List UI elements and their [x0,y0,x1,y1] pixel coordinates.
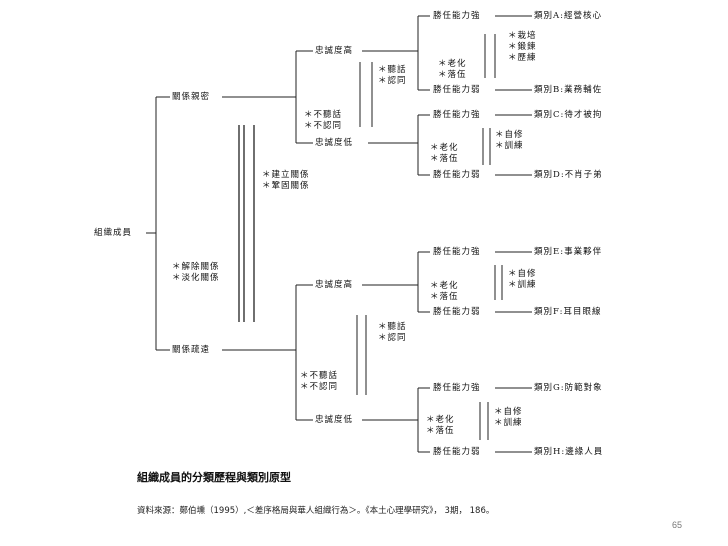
improve-training-1: ＊訓練 [495,141,524,151]
ability-strong-3: 勝任能力強 [433,247,481,257]
category-c: 類別C:待才被拘 [534,110,603,120]
disloyal-disobey-top: ＊不聽話 [304,110,343,120]
loyalty-low-bottom: 忠誠度低 [315,415,354,425]
category-e: 類別E:事業夥伴 [534,247,603,257]
transition-dissolve: ＊解除關係 [172,262,220,272]
transition-consolidate: ＊鞏固關係 [262,181,310,191]
loyal-identify-top: ＊認同 [378,76,407,86]
promote-experience: ＊歷練 [508,53,537,63]
ability-weak-2: 勝任能力弱 [433,170,481,180]
degrade-aging-3: ＊老化 [430,281,459,291]
degrade-aging-2: ＊老化 [430,143,459,153]
promote-cultivate: ＊栽培 [508,31,537,41]
category-d: 類別D:不肖子弟 [534,170,603,180]
ability-strong-2: 勝任能力強 [433,110,481,120]
degrade-aging-1: ＊老化 [438,59,467,69]
disloyal-disobey-bottom: ＊不聽話 [300,371,339,381]
degrade-aging-4: ＊老化 [426,415,455,425]
caption-source: 資料來源：鄭伯壎（1995）,＜差序格局與華人組織行為＞。《本土心理學研究》， … [137,506,495,516]
loyalty-high-top: 忠誠度高 [315,46,354,56]
transition-build: ＊建立關係 [262,170,310,180]
improve-study-3: ＊自修 [494,407,523,417]
improve-study-1: ＊自修 [495,130,524,140]
page-number: 65 [672,520,683,530]
degrade-outdated-2: ＊落伍 [430,154,459,164]
improve-training-2: ＊訓練 [508,280,537,290]
loyalty-high-bottom: 忠誠度高 [315,280,354,290]
degrade-outdated-4: ＊落伍 [426,426,455,436]
loyalty-low-top: 忠誠度低 [315,138,354,148]
transition-weaken: ＊淡化關係 [172,273,220,283]
category-a: 類別A:經營核心 [534,11,603,21]
disloyal-disidentify-top: ＊不認同 [304,121,343,131]
ability-strong-4: 勝任能力強 [433,383,481,393]
category-h: 類別H:邊緣人員 [534,447,604,457]
promote-train: ＊鍛鍊 [508,42,537,52]
ability-weak-4: 勝任能力弱 [433,447,481,457]
category-f: 類別F:耳目眼線 [534,307,602,317]
loyal-obey-top: ＊聽話 [378,65,407,75]
ability-weak-3: 勝任能力弱 [433,307,481,317]
improve-training-3: ＊訓練 [494,418,523,428]
improve-study-2: ＊自修 [508,269,537,279]
node-close-relationship: 關係親密 [172,92,211,102]
category-b: 類別B:業務輔佐 [534,85,603,95]
degrade-outdated-1: ＊落伍 [438,70,467,80]
node-distant-relationship: 關係疏遠 [172,345,211,355]
disloyal-disidentify-bottom: ＊不認同 [300,382,339,392]
ability-strong-1: 勝任能力強 [433,11,481,21]
ability-weak-1: 勝任能力弱 [433,85,481,95]
loyal-identify-bottom: ＊認同 [378,333,407,343]
root-node: 組織成員 [94,228,133,238]
degrade-outdated-3: ＊落伍 [430,292,459,302]
caption-title: 組織成員的分類歷程與類別原型 [137,471,291,484]
loyal-obey-bottom: ＊聽話 [378,322,407,332]
category-g: 類別G:防範對象 [534,383,603,393]
